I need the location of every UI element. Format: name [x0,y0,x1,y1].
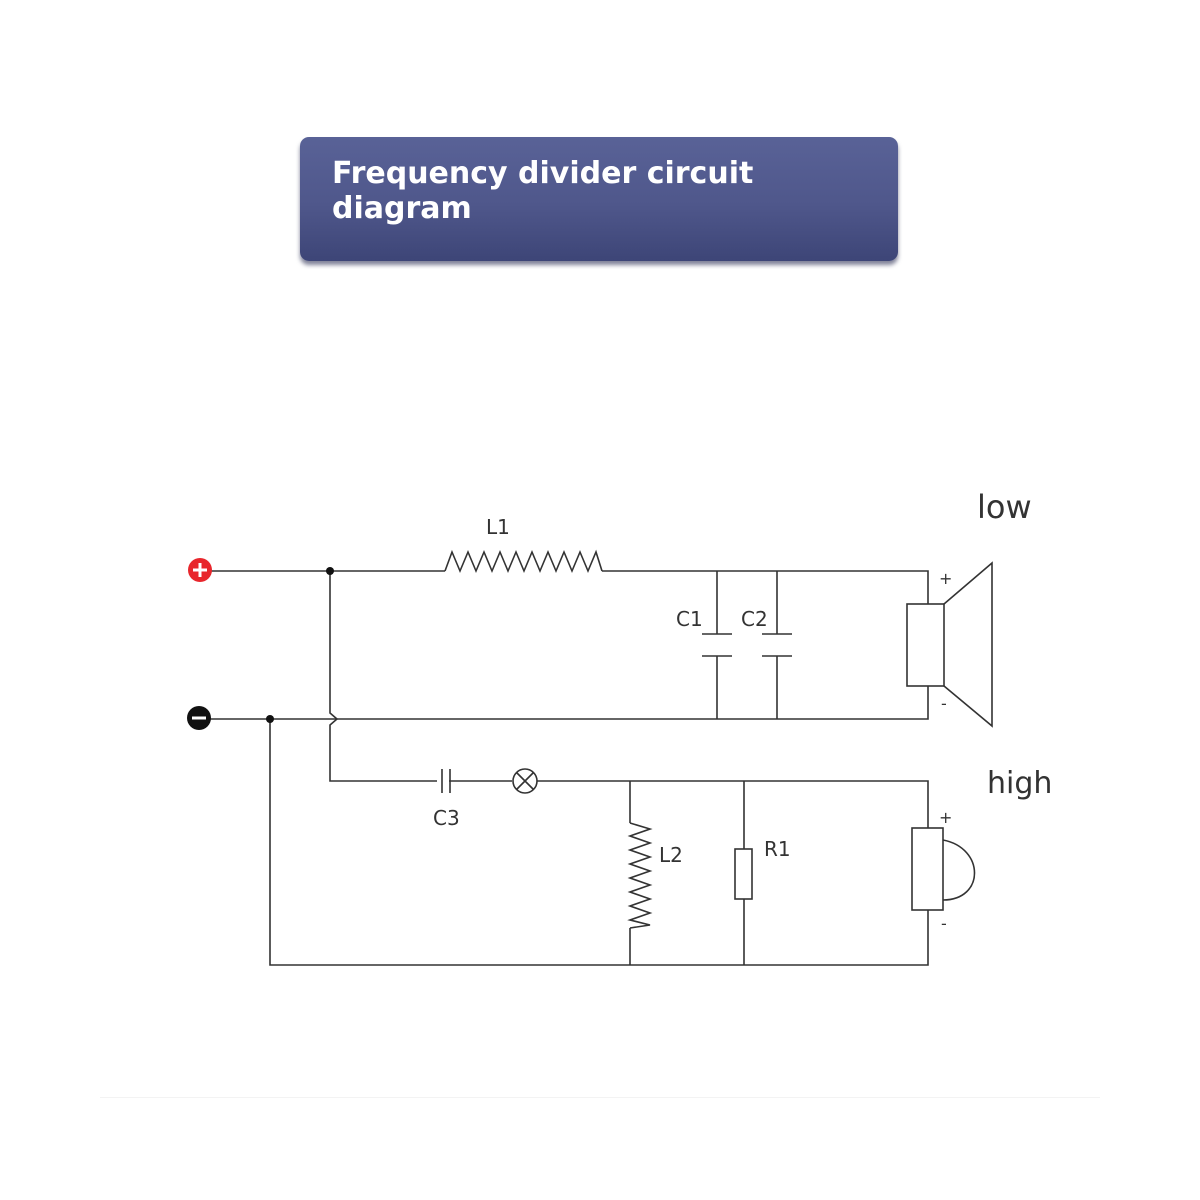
label-c2: C2 [741,607,768,631]
positive-terminal-icon [188,558,212,582]
speaker-low-minus: - [941,694,947,713]
lamp-symbol [512,768,538,794]
capacitor-c3-symbol [441,769,451,793]
speaker-high-dome [942,839,976,901]
page-title: Frequency divider circuit diagram [332,155,754,226]
wire-negative-rail [206,686,929,720]
footer-divider [100,1097,1100,1098]
speaker-low-body [906,603,945,687]
speaker-low-plus: + [939,569,952,588]
speaker-high-minus: - [941,914,947,933]
resistor-r1-symbol [734,848,753,900]
speaker-high-plus: + [939,808,952,827]
negative-terminal-icon [187,706,211,730]
wire-positive-rail [206,570,929,604]
wire-branch-high [329,571,929,828]
junction-dot-bottom [266,715,274,723]
junction-dot-top [326,567,334,575]
speaker-low-label: low [977,488,1032,526]
label-c1: C1 [676,607,703,631]
label-r1: R1 [764,837,791,861]
inductor-l2-symbol [627,822,653,929]
speaker-high-body [911,827,944,911]
wire-return [269,719,929,966]
speaker-high-label: high [987,766,1052,801]
capacitor-c1-symbol [702,571,732,719]
capacitor-c2-symbol [762,571,792,719]
label-l2: L2 [659,843,683,867]
label-l1: L1 [486,515,510,539]
inductor-l1-symbol [444,549,603,574]
label-c3: C3 [433,806,460,830]
title-banner: Frequency divider circuit diagram [300,137,898,261]
speaker-low-cone [943,561,993,728]
